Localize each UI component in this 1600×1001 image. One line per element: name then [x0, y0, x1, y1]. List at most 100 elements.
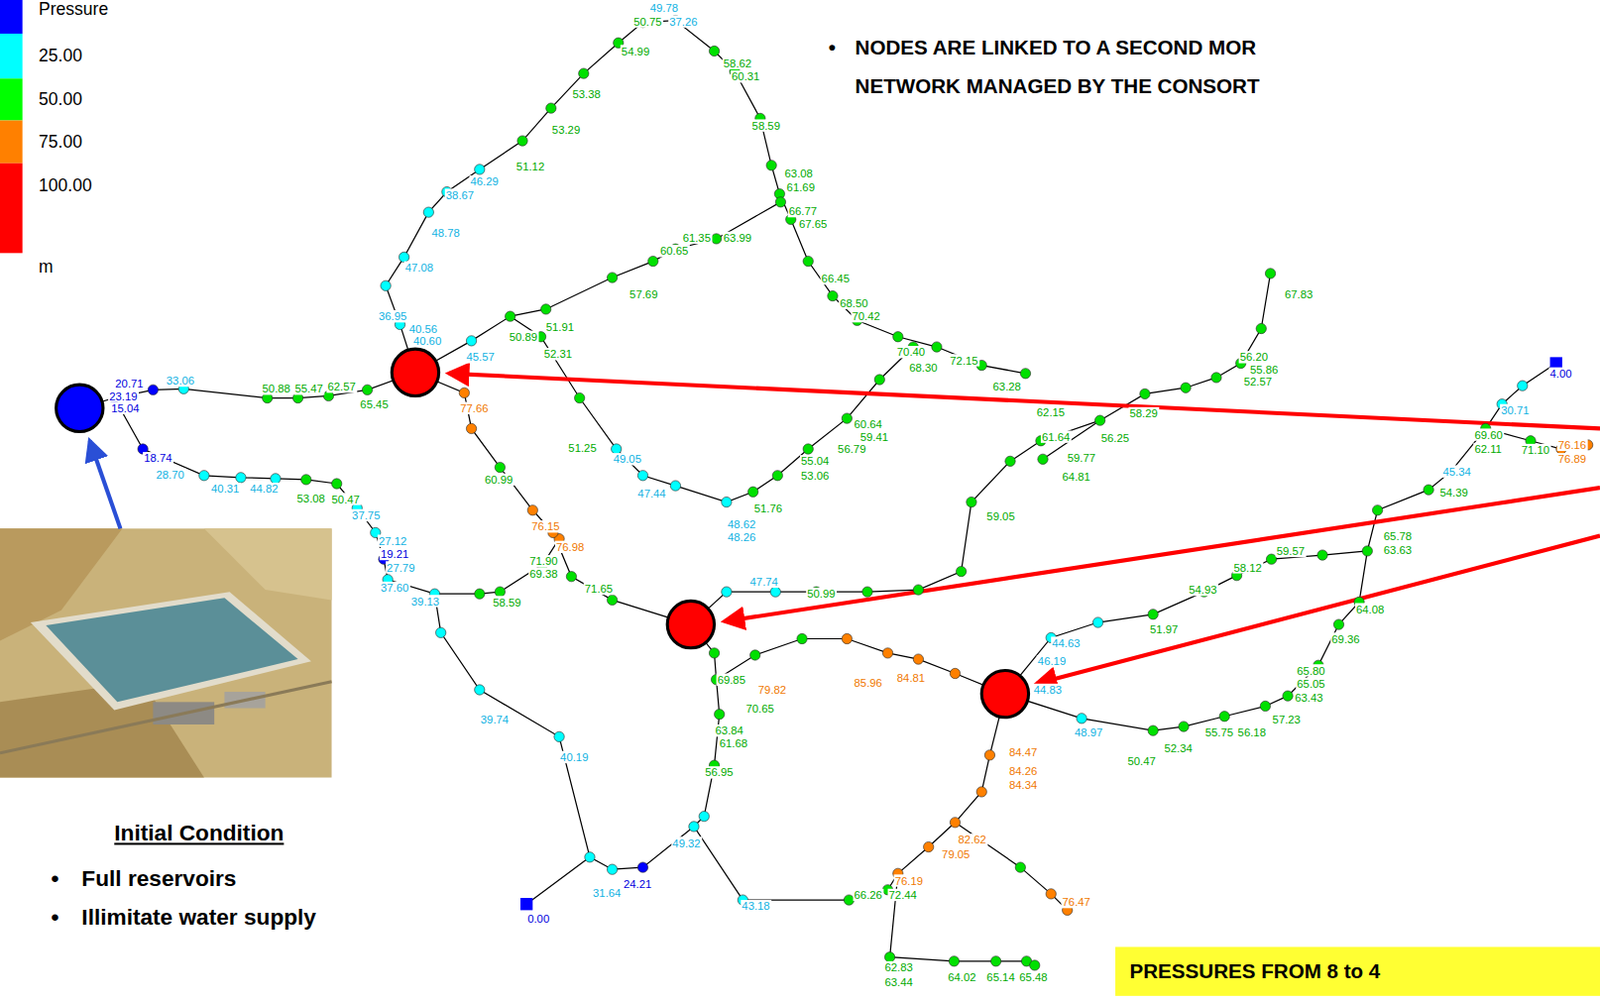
pressure-value: 37.75: [350, 509, 381, 522]
junction-dot: [775, 197, 786, 208]
pressure-value: 56.79: [836, 443, 867, 456]
junction-dot: [474, 164, 485, 175]
pressure-value: 31.64: [591, 887, 622, 900]
pressure-value: 60.31: [730, 70, 761, 83]
legend-swatch: [0, 119, 23, 163]
pressure-value: 61.35: [682, 231, 712, 244]
junction-dot: [931, 342, 942, 352]
junction-dot: [199, 470, 210, 481]
junction-dot: [637, 470, 648, 481]
pressure-value: 57.69: [628, 287, 659, 300]
pressure-value: 58.12: [1232, 561, 1262, 573]
junction-dot: [1147, 609, 1158, 620]
junction-dot: [1094, 415, 1105, 426]
pressure-value: 67.83: [1283, 287, 1314, 300]
pressure-value: 63.84: [714, 724, 745, 737]
pressure-value: 61.69: [786, 180, 816, 193]
junction-dot: [554, 731, 565, 742]
junction-dot: [1282, 690, 1293, 701]
legend-swatch: [0, 78, 23, 120]
junction-dot: [1140, 388, 1150, 399]
pressure-value: 76.15: [530, 520, 561, 533]
pressure-value: 20.71: [114, 377, 144, 390]
pressure-value: 59.41: [859, 430, 890, 443]
junction-dot: [827, 290, 838, 301]
junction-dot: [1029, 960, 1040, 971]
junction-dot: [301, 474, 312, 485]
pressure-value: 54.99: [620, 44, 651, 57]
junction-dot: [990, 956, 1001, 967]
pressure-value: 56.18: [1237, 726, 1267, 739]
junction-dot: [1333, 619, 1344, 630]
junction-dot: [637, 862, 648, 873]
pressure-value: 66.26: [853, 889, 884, 902]
pressure-value: 45.57: [464, 350, 495, 363]
junction-dot: [648, 255, 659, 266]
pressure-value: 59.05: [985, 510, 1016, 523]
junction-dot: [1219, 711, 1230, 722]
photo-road: [0, 682, 333, 754]
pressure-value: 58.62: [722, 57, 753, 70]
pressure-value: 33.06: [165, 374, 196, 387]
pressure-value: 53.29: [551, 123, 581, 136]
pressure-value: 61.64: [1040, 430, 1071, 443]
pipe-network: [79, 20, 1588, 966]
junction-dot: [1211, 372, 1222, 383]
pressure-value: 53.08: [296, 491, 327, 504]
pressure-value: 58.59: [491, 595, 522, 608]
photo-pool: [45, 597, 298, 702]
pressure-value: 63.99: [722, 231, 753, 244]
junction-dot: [474, 588, 485, 599]
junction-dot: [797, 633, 807, 644]
pressure-value: 79.82: [757, 684, 788, 696]
photo-field: [0, 528, 333, 778]
pressure-value: 51.25: [567, 442, 597, 455]
pressure-value: 65.48: [1018, 971, 1048, 984]
pressure-value: 62.11: [1473, 443, 1503, 456]
pressure-value: 40.60: [412, 335, 443, 347]
pressure-value: 63.28: [992, 380, 1023, 393]
pressure-value: 63.44: [883, 975, 914, 988]
junction-dot: [802, 255, 813, 266]
pressure-value: 69.60: [1473, 428, 1503, 441]
pressure-value: 68.50: [838, 297, 869, 310]
junction-dot: [688, 821, 699, 832]
junction-dot: [458, 387, 469, 398]
pressure-value: 43.18: [740, 900, 771, 913]
junction-dot: [770, 586, 781, 597]
pressure-value: 56.20: [1239, 350, 1269, 363]
junction-dot: [517, 135, 528, 146]
pressure-value: 84.81: [896, 671, 926, 684]
pressure-value: 70.40: [896, 345, 926, 358]
pressure-value: 45.34: [1441, 464, 1472, 477]
pressure-value: 65.14: [985, 971, 1016, 984]
junction-dot: [708, 45, 719, 56]
pressure-value: 49.32: [671, 836, 701, 849]
pressure-value: 84.47: [1008, 746, 1038, 759]
note-text: •: [828, 34, 836, 60]
junction-dot: [721, 496, 732, 507]
junction-dot: [1317, 550, 1328, 561]
linked-node-marker: [981, 670, 1029, 717]
junction-dot: [1180, 382, 1191, 393]
junction-dot: [913, 654, 923, 665]
pressure-value: 44.82: [248, 482, 279, 495]
pressure-value: 79.05: [940, 848, 971, 861]
reservoir-photo: [0, 528, 333, 778]
note-text: Illimitate water supply: [81, 904, 317, 931]
junction-dot: [1076, 713, 1087, 724]
pressure-value: 15.04: [110, 402, 140, 415]
junction-dot: [984, 750, 995, 761]
pressure-value: 55.75: [1204, 726, 1235, 739]
pressure-value: 60.64: [853, 418, 884, 431]
junction-dot: [698, 811, 709, 822]
junction-dot: [505, 311, 516, 322]
pipe-line: [1005, 551, 1368, 731]
pressure-value: 38.67: [445, 188, 475, 201]
legend-swatch: [0, 33, 23, 79]
pressure-value: 27.79: [385, 561, 416, 573]
pressure-value: 40.19: [559, 751, 589, 764]
legend-label: 100.00: [38, 175, 93, 197]
pressure-value: 51.97: [1148, 623, 1179, 636]
